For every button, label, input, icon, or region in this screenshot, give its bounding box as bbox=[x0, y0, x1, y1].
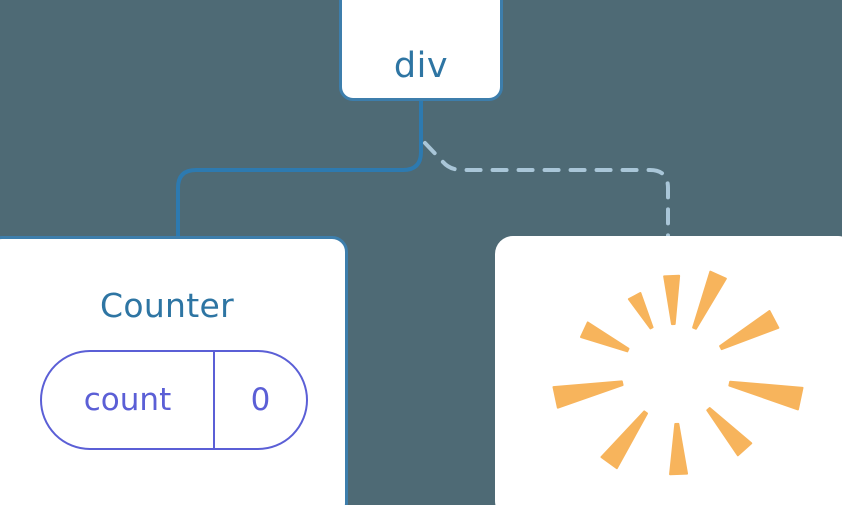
edge-root-to-loading bbox=[423, 141, 670, 240]
node-loading[interactable] bbox=[495, 236, 842, 505]
node-div-label: div bbox=[393, 46, 449, 86]
node-counter-label: Counter bbox=[100, 286, 234, 325]
burst-ray-4 bbox=[669, 422, 689, 476]
node-counter[interactable]: Counter count 0 bbox=[0, 236, 348, 505]
node-div[interactable]: div bbox=[339, 0, 503, 101]
burst-ray-6 bbox=[552, 380, 624, 409]
burst-ray-2 bbox=[728, 380, 804, 411]
edge-root-to-counter bbox=[176, 98, 423, 238]
state-pill-key-cell: count bbox=[42, 352, 215, 448]
sparkle-burst-icon bbox=[552, 270, 804, 476]
burst-ray-7 bbox=[579, 321, 630, 353]
burst-ray-1 bbox=[719, 310, 780, 351]
state-value-label: 0 bbox=[250, 381, 271, 418]
state-pill[interactable]: count 0 bbox=[40, 350, 308, 450]
state-key-label: count bbox=[83, 381, 172, 418]
state-pill-value-cell: 0 bbox=[215, 352, 306, 448]
burst-ray-5 bbox=[600, 410, 648, 470]
burst-ray-3 bbox=[706, 407, 753, 457]
burst-ray-8 bbox=[627, 292, 654, 330]
burst-ray-9 bbox=[663, 274, 681, 326]
burst-ray-0 bbox=[692, 270, 727, 330]
